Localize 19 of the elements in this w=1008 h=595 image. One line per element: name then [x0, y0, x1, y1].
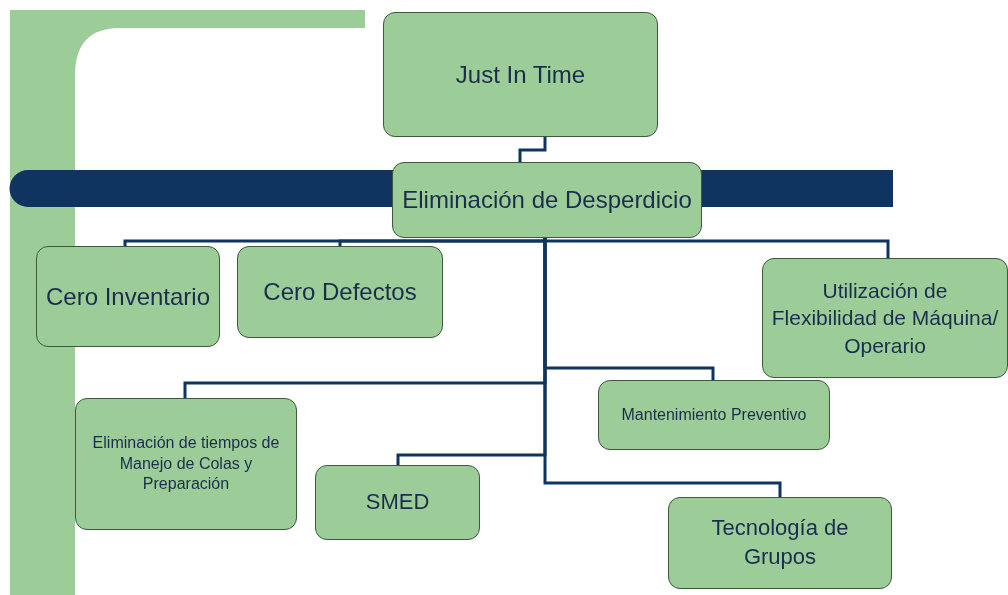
concept-box: [383, 12, 658, 137]
concept-box: [392, 162, 702, 238]
connector-line: [518, 137, 547, 162]
concept-box: [315, 465, 480, 540]
node-label: SMED: [365, 488, 430, 517]
concept-box: [36, 246, 220, 347]
node-label: Tecnología de Grupos: [710, 514, 850, 571]
node-label: Utilización de Flexibilidad de Máquina/ Operario: [771, 278, 999, 359]
concept-box: [237, 246, 443, 338]
node-label: Cero Defectos: [263, 277, 417, 308]
node-label: Just In Time: [455, 59, 586, 90]
node-label: Mantenimiento Preventivo: [621, 404, 807, 425]
concept-box: [75, 398, 297, 530]
concept-box: [668, 497, 892, 589]
node-label: Eliminación de tiempos de Manejo de Colas y Preparación: [91, 432, 281, 495]
concept-box: [762, 258, 1008, 378]
node-label: Cero Inventario: [45, 281, 211, 312]
concept-box: [598, 380, 830, 450]
node-label: Eliminación de Desperdicio: [402, 185, 692, 216]
